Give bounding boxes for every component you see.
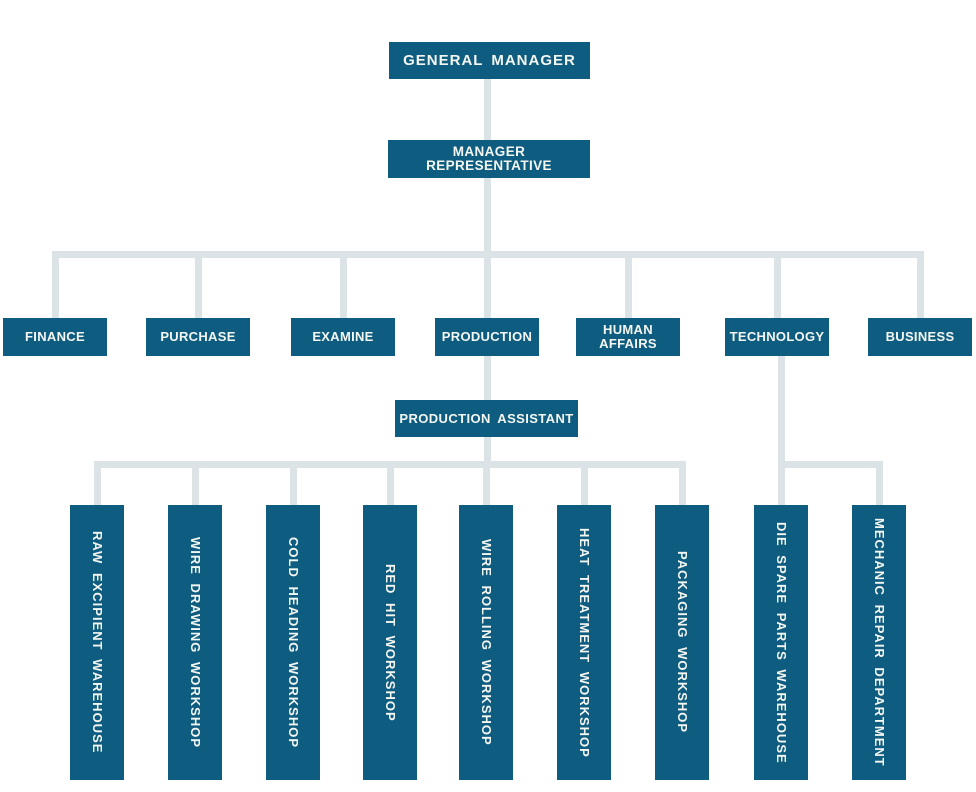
node-manager-representative: MANAGER REPRESENTATIVE <box>388 140 590 178</box>
node-packaging-workshop: PACKAGING WORKSHOP <box>655 505 709 780</box>
connector-drop-business <box>917 251 924 318</box>
node-examine: EXAMINE <box>291 318 395 356</box>
connector-technology-units-bus <box>778 461 883 468</box>
node-cold-heading-workshop: COLD HEADING WORKSHOP <box>266 505 320 780</box>
node-finance: FINANCE <box>3 318 107 356</box>
connector-gm-to-representative <box>484 79 491 141</box>
connector-drop-human-affairs <box>625 251 632 318</box>
node-technology: TECHNOLOGY <box>725 318 829 356</box>
node-die-spare-parts-warehouse: DIE SPARE PARTS WAREHOUSE <box>754 505 808 780</box>
connector-assistant-to-bus <box>484 437 491 468</box>
node-production-assistant: PRODUCTION ASSISTANT <box>395 400 578 437</box>
node-mechanic-repair-department: MECHANIC REPAIR DEPARTMENT <box>852 505 906 780</box>
connector-drop-raw-excipient <box>94 461 101 505</box>
node-raw-excipient-warehouse: RAW EXCIPIENT WAREHOUSE <box>70 505 124 780</box>
connector-drop-wire-rolling <box>483 461 490 505</box>
connector-drop-cold-heading <box>290 461 297 505</box>
node-heat-treatment-workshop: HEAT TREATMENT WORKSHOP <box>557 505 611 780</box>
node-business: BUSINESS <box>868 318 972 356</box>
connector-drop-purchase <box>195 251 202 318</box>
connector-drop-heat-treatment <box>581 461 588 505</box>
connector-drop-mechanic-repair <box>876 461 883 505</box>
connector-representative-to-bus <box>484 178 491 258</box>
node-production: PRODUCTION <box>435 318 539 356</box>
node-general-manager: GENERAL MANAGER <box>389 42 590 79</box>
node-wire-rolling-workshop: WIRE ROLLING WORKSHOP <box>459 505 513 780</box>
connector-drop-production <box>484 251 491 318</box>
connector-drop-wire-drawing <box>192 461 199 505</box>
connector-technology-stem <box>778 356 785 468</box>
connector-drop-red-hit <box>387 461 394 505</box>
connector-drop-examine <box>340 251 347 318</box>
node-red-hit-workshop: RED HIT WORKSHOP <box>363 505 417 780</box>
node-purchase: PURCHASE <box>146 318 250 356</box>
connector-production-to-assistant <box>484 356 491 400</box>
connector-drop-die-spare <box>778 461 785 505</box>
connector-drop-finance <box>52 251 59 318</box>
node-human-affairs: HUMAN AFFAIRS <box>576 318 680 356</box>
node-wire-drawing-workshop: WIRE DRAWING WORKSHOP <box>168 505 222 780</box>
connector-drop-packaging <box>679 461 686 505</box>
connector-drop-technology <box>774 251 781 318</box>
